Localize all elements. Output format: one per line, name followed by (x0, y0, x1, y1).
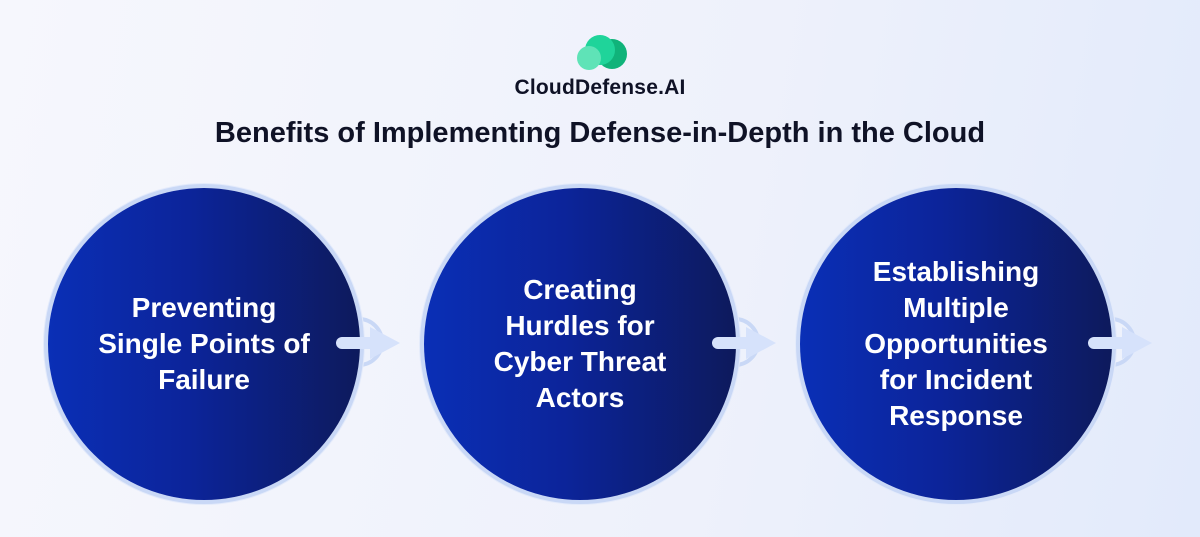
step-label: Establishing Multiple Opportunities for … (864, 256, 1048, 431)
step-circle: Establishing Multiple Opportunities for … (800, 188, 1112, 500)
step-1: Preventing Single Points of Failure (48, 188, 400, 500)
step-label: Creating Hurdles for Cyber Threat Actors (493, 274, 667, 413)
step-circle: Creating Hurdles for Cyber Threat Actors (424, 188, 736, 500)
arrow-right-icon (712, 327, 776, 359)
arrow-right-icon (1088, 327, 1152, 359)
cloud-logo-icon (577, 35, 627, 70)
brand-name: CloudDefense.AI (514, 76, 686, 99)
step-circle: Preventing Single Points of Failure (48, 188, 360, 500)
page-title: Benefits of Implementing Defense-in-Dept… (214, 117, 986, 149)
step-2: Creating Hurdles for Cyber Threat Actors (424, 188, 776, 500)
step-3: Establishing Multiple Opportunities for … (800, 188, 1152, 500)
step-label: Preventing Single Points of Failure (98, 292, 310, 395)
arrow-right-icon (336, 327, 400, 359)
